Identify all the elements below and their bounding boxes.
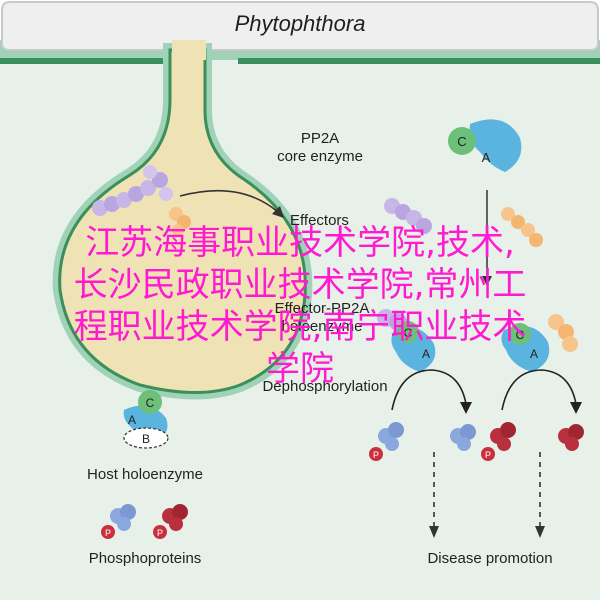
dephosphorylated-blue <box>450 424 476 451</box>
phospho-p-letter-1: P <box>373 450 379 460</box>
phospho-p-letter-4: P <box>157 528 163 538</box>
holo-right-a-letter: A <box>530 347 538 361</box>
dephos-arc-left <box>391 369 467 411</box>
phosphoprotein-red <box>481 422 516 461</box>
core-c-letter: C <box>457 134 466 149</box>
effector-pp2a-label-line1: Effector-PP2A <box>274 300 370 317</box>
dashed-arrowhead-right <box>535 526 545 538</box>
legend-host-holoenzyme-icon <box>123 390 169 449</box>
host-a-letter: A <box>128 413 136 427</box>
core-down-arrowhead <box>482 276 492 286</box>
overlay-line-3: 程职业技术学院,南宁职业技术 <box>73 307 527 347</box>
pp2a-core-enzyme <box>448 119 522 172</box>
holoenzyme-right <box>501 314 578 372</box>
dephos-arc-right <box>501 369 577 411</box>
legend-phosphoprotein-red-icon <box>153 504 188 539</box>
effector-pp2a-label-line2: holoenzyme <box>281 318 363 335</box>
phosphoproteins-label: Phosphoproteins <box>88 550 202 567</box>
host-c-letter: C <box>146 396 155 410</box>
holo-right-c-letter: C <box>516 328 525 342</box>
pathogen-hypha <box>1 1 599 51</box>
holoenzyme-left <box>377 309 436 372</box>
watermark-overlay-text: 江苏海事职业技术学院,技术, 长沙民政职业技术学院,常州工 程职业技术学院,南宁… <box>14 222 586 390</box>
overlay-line-4: 学院 <box>266 349 334 389</box>
effector-arrowhead <box>272 206 284 218</box>
overlay-line-1: 江苏海事职业技术学院,技术, <box>85 223 515 263</box>
overlay-line-2: 长沙民政职业技术学院,常州工 <box>73 265 527 305</box>
core-a-letter: A <box>482 150 491 165</box>
holo-left-c-letter: C <box>404 326 413 340</box>
pp2a-core-label-line1: PP2A <box>300 130 340 147</box>
pp2a-core-label-line2: core enzyme <box>277 148 363 165</box>
dephosphorylated-red <box>558 424 584 451</box>
phospho-p-letter-3: P <box>105 528 111 538</box>
effector-purple-cluster <box>384 198 432 234</box>
diagram-title: Phytophthora <box>234 11 366 36</box>
membrane-left <box>0 58 170 64</box>
dephos-arrowhead-right <box>570 402 582 414</box>
effectors-label: Effectors <box>290 212 349 229</box>
phosphoprotein-blue <box>369 422 404 461</box>
phospho-p-letter-2: P <box>485 450 491 460</box>
haustorium-neck <box>172 40 206 60</box>
effector-orange-inner <box>169 207 191 236</box>
holo-left-a-letter: A <box>422 347 430 361</box>
effector-orange-cluster <box>501 207 543 247</box>
effector-arrow <box>179 189 279 213</box>
legend-phosphoprotein-blue-icon <box>101 504 136 539</box>
disease-promotion-label: Disease promotion <box>427 550 553 567</box>
dashed-arrowhead-left <box>429 526 439 538</box>
membrane-right <box>238 58 600 64</box>
dephos-arrowhead-left <box>460 402 472 414</box>
effector-purple-cluster-inner <box>92 165 173 216</box>
host-b-letter: B <box>142 432 150 446</box>
dephosphorylation-label: Dephosphorylation <box>262 378 388 395</box>
host-holoenzyme-label: Host holoenzyme <box>87 466 203 483</box>
